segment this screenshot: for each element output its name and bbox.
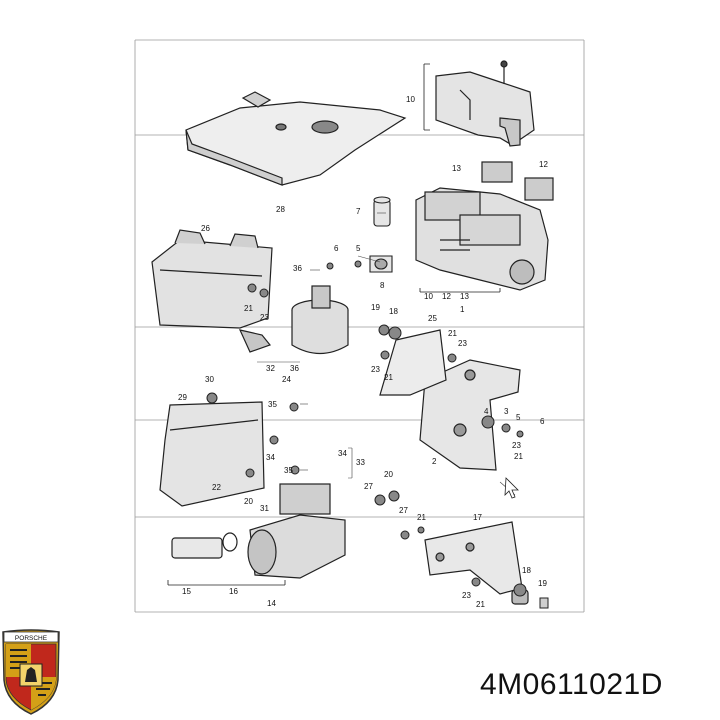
callout-5: 5 <box>356 244 361 253</box>
callout-12-b: 12 <box>442 292 451 301</box>
fasteners <box>206 260 549 609</box>
callout-20-b: 20 <box>384 470 393 479</box>
part-hydraulic-unit <box>415 161 554 293</box>
callout-35-a: 35 <box>268 400 277 409</box>
callout-27-b: 27 <box>399 506 408 515</box>
callout-23-c: 23 <box>371 365 380 374</box>
callout-3: 3 <box>504 407 509 416</box>
callout-13: 13 <box>452 164 461 173</box>
callout-24: 24 <box>282 375 291 384</box>
callout-27-a: 27 <box>364 482 373 491</box>
callout-18-b: 18 <box>522 566 531 575</box>
callout-15: 15 <box>182 587 191 596</box>
part-accumulator <box>238 285 349 355</box>
callout-28: 28 <box>276 205 285 214</box>
callout-23-e: 23 <box>462 591 471 600</box>
callout-labels: 28 10 13 12 7 26 6 5 36 8 10 12 13 1 21 … <box>178 95 548 609</box>
crest-brand-text: PORSCHE <box>15 635 48 642</box>
porsche-crest-logo: PORSCHE <box>2 629 60 715</box>
callout-29: 29 <box>178 393 187 402</box>
cursor-arrow-icon <box>504 477 519 499</box>
part-main-bracket <box>379 329 521 471</box>
callout-23-b: 23 <box>458 339 467 348</box>
callout-6-b: 6 <box>540 417 545 426</box>
callout-21-d: 21 <box>514 452 523 461</box>
callout-36-a: 36 <box>293 264 302 273</box>
callout-32: 32 <box>266 364 275 373</box>
callout-21-e: 21 <box>417 513 426 522</box>
callout-21-b: 21 <box>448 329 457 338</box>
part-cover-plate <box>185 91 407 186</box>
callout-12: 12 <box>539 160 548 169</box>
callout-21-f: 21 <box>476 600 485 609</box>
callout-14: 14 <box>267 599 276 608</box>
callout-26: 26 <box>201 224 210 233</box>
callout-8: 8 <box>380 281 385 290</box>
callout-4: 4 <box>484 407 489 416</box>
callout-7: 7 <box>356 207 361 216</box>
callout-23-d: 23 <box>512 441 521 450</box>
callout-22: 22 <box>212 483 221 492</box>
callout-2: 2 <box>432 457 437 466</box>
callout-21-a: 21 <box>244 304 253 313</box>
part-number: 4M0611021D <box>480 668 663 701</box>
callout-19-a: 19 <box>371 303 380 312</box>
callout-5-b: 5 <box>516 413 521 422</box>
callout-20-a: 20 <box>244 497 253 506</box>
callout-10: 10 <box>406 95 415 104</box>
callout-35-b: 35 <box>284 466 293 475</box>
callout-34: 34 <box>266 453 275 462</box>
callout-18-a: 18 <box>389 307 398 316</box>
callout-23-a: 23 <box>260 313 269 322</box>
callout-16: 16 <box>229 587 238 596</box>
callout-6: 6 <box>334 244 339 253</box>
callout-10-b: 10 <box>424 292 433 301</box>
callout-36-b: 36 <box>290 364 299 373</box>
callout-33: 33 <box>356 458 365 467</box>
part-upper-cover <box>423 60 535 147</box>
callout-31: 31 <box>260 504 269 513</box>
callout-34-b: 34 <box>338 449 347 458</box>
part-lower-bracket <box>424 521 529 605</box>
part-sensor-7-8 <box>369 196 393 273</box>
callout-17: 17 <box>473 513 482 522</box>
callout-21-c: 21 <box>384 373 393 382</box>
part-pump-motor <box>167 483 346 586</box>
callout-19-b: 19 <box>538 579 547 588</box>
callout-30: 30 <box>205 375 214 384</box>
callout-13-b: 13 <box>460 292 469 301</box>
callout-25: 25 <box>428 314 437 323</box>
callout-1: 1 <box>460 305 465 314</box>
part-heat-shield <box>159 401 265 507</box>
part-ecu-bracket <box>151 229 273 329</box>
